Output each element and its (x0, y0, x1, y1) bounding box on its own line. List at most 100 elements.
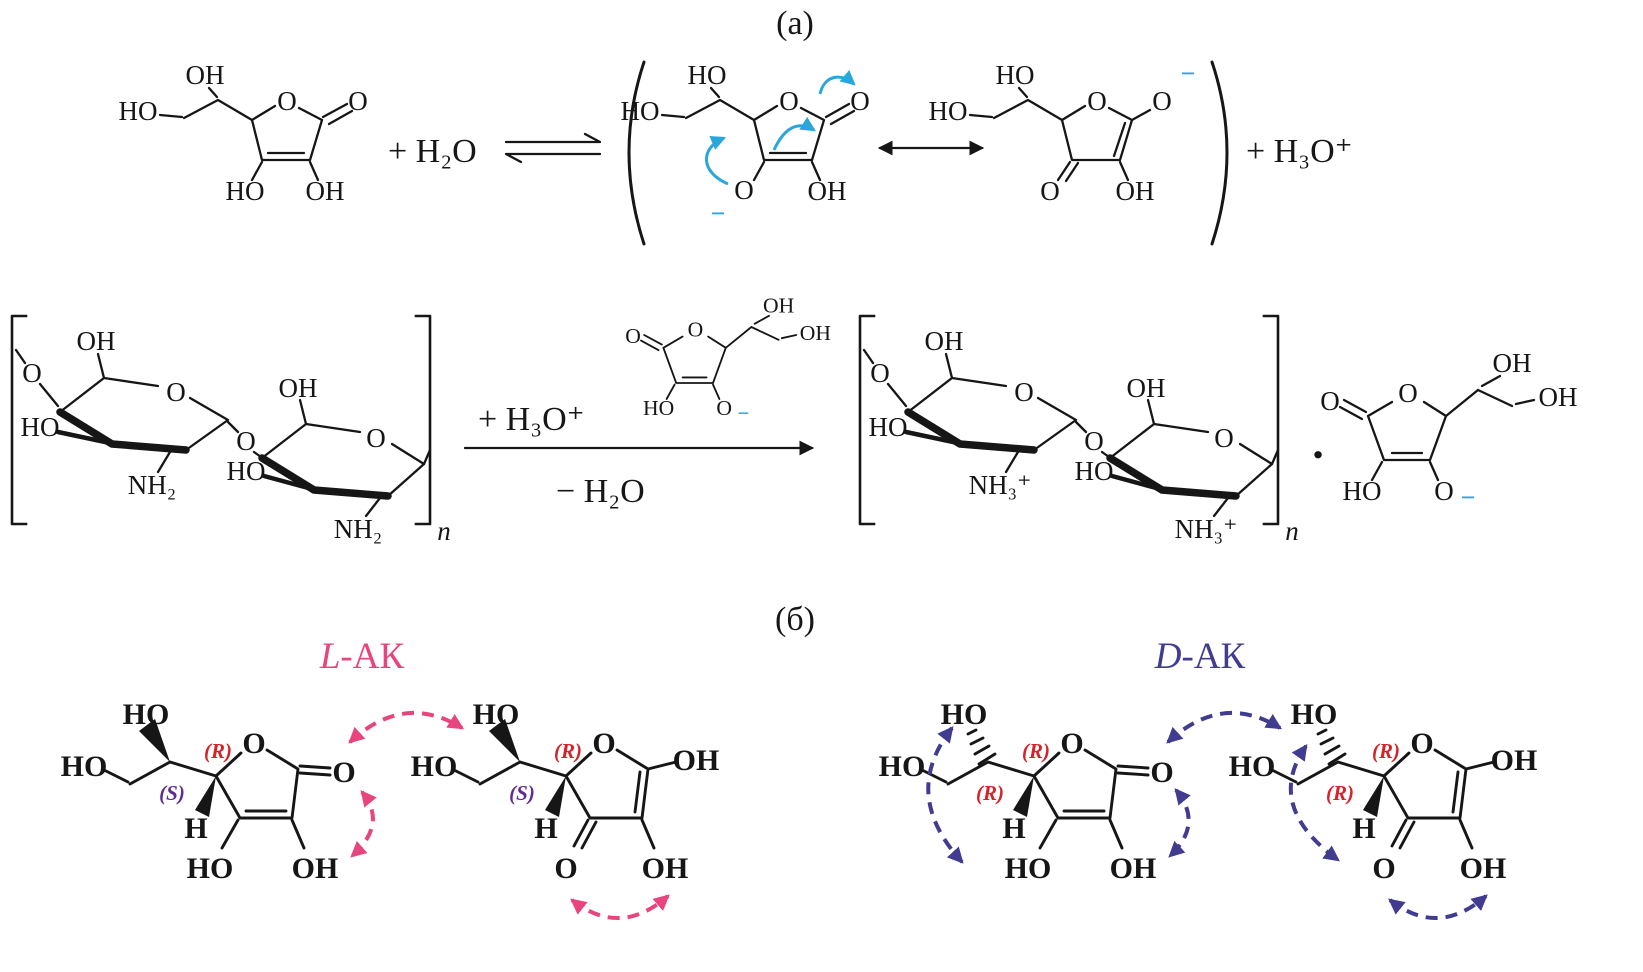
ascorbic-acid-structure: OH HO O O HO OH (119, 60, 368, 206)
atom-label-ho: HO (688, 60, 727, 90)
open-parenthesis (627, 60, 646, 246)
chitosan-ammonium-product (860, 316, 1299, 546)
ring-oxygen-label: O (779, 86, 799, 116)
close-parenthesis (1210, 60, 1229, 246)
atom-label-oh: OH (292, 852, 339, 885)
carbonyl-oxygen-label: O (348, 86, 368, 116)
carbonyl-oxygen-label: O (850, 86, 870, 116)
ring-oxygen-label: O (166, 377, 186, 407)
plus-hydronium-term: + H₃O⁺ (1246, 133, 1353, 170)
resonance-1-bonds (660, 86, 856, 182)
carbonyl-oxygen-label: O (1040, 176, 1060, 206)
stereo-h-label: H (534, 812, 557, 845)
atom-label-oh: OH (808, 176, 847, 206)
ammonium-label: NH₃⁺ (969, 470, 1032, 500)
stereo-r-label: (R) (1372, 739, 1400, 763)
ascorbate-above-arrow (624, 292, 832, 426)
alkoxide-oxygen-label: O (734, 175, 754, 205)
ascorbic-acid-bonds (158, 86, 354, 182)
atom-label-oh: OH (77, 326, 116, 356)
alkoxide-oxygen-label: O (1434, 476, 1454, 506)
atom-label-oh: OH (642, 852, 689, 885)
atom-label-ho: HO (411, 750, 458, 783)
atom-label-ho: HO (123, 698, 170, 731)
glycosidic-oxygen-label: O (236, 426, 256, 456)
ascorbic-tautomer2-core: HO HO O OH H O OH (411, 698, 720, 885)
plus-hydronium-above-arrow: + H₃O⁺ (478, 401, 585, 438)
atom-label-ho: HO (621, 96, 660, 126)
chitosan-bonds (14, 348, 432, 518)
chitosan-repeat-unit: O OH O HO O OH O HO n (10, 314, 451, 546)
tautomer2-bonds (452, 748, 678, 850)
plus-water-term: + H₂O (388, 133, 477, 170)
d-ak-structure-1 (877, 696, 1176, 887)
ascorbic-tautomer1-core: HO HO O O H HO OH (61, 698, 356, 885)
ring-oxygen-label: O (242, 727, 265, 760)
ak-suffix: -АК (340, 636, 404, 677)
atom-label-oh: OH (1116, 176, 1155, 206)
tautomer1-bonds (102, 748, 332, 850)
d-prefix: D (1154, 636, 1182, 677)
l-ak-title: L-АК (319, 636, 405, 677)
ak-suffix: -АК (1182, 636, 1246, 677)
stereo-h-label: H (184, 812, 207, 845)
ring-oxygen-label: O (277, 86, 297, 116)
open-bracket (10, 314, 28, 526)
l-ak-correlation-arrows (348, 710, 670, 921)
panel-a-label: (а) (776, 5, 814, 42)
stereo-wedge-oh (489, 719, 520, 762)
d-ak-structure-2 (1227, 696, 1539, 887)
carbonyl-oxygen-label: O (1320, 386, 1340, 416)
stereo-wedge-h (195, 776, 216, 817)
stereo-r-label: (R) (204, 739, 232, 763)
stereo-r-label: (R) (554, 739, 582, 763)
equilibrium-arrows (504, 132, 602, 164)
ring-oxygen-label: O (366, 423, 386, 453)
stereo-r-label: (R) (1326, 781, 1354, 805)
carbonyl-oxygen-label: O (332, 756, 355, 789)
ascorbate-resonance-1: HO HO O O O OH − (621, 60, 870, 228)
alkoxide-oxygen-label: O (1152, 86, 1172, 116)
resonance-2-bonds (968, 86, 1152, 183)
negative-charge: − (1181, 59, 1196, 88)
atom-label-ho: HO (21, 412, 60, 442)
atom-label-oh: OH (186, 60, 225, 90)
stereo-r-label: (R) (976, 781, 1004, 805)
chain-oxygen-label: O (22, 358, 42, 388)
d-ak-title: D-АК (1154, 636, 1246, 677)
negative-charge: − (1461, 483, 1476, 512)
panel-b-label: (б) (775, 601, 815, 638)
close-bracket (414, 314, 432, 526)
atom-label-oh: OH (1539, 382, 1578, 412)
atom-label-ho: HO (996, 60, 1035, 90)
ammonium-label: NH₃⁺ (1175, 514, 1238, 544)
stereo-r-label: (R) (1022, 739, 1050, 763)
atom-label-ho: HO (119, 96, 158, 126)
stereo-s-label: (S) (509, 781, 535, 805)
carbonyl-oxygen-label: O (554, 852, 577, 885)
l-prefix: L (319, 636, 341, 677)
ring-oxygen-label: O (592, 727, 615, 760)
ring-oxygen-label: O (1087, 86, 1107, 116)
polymer-index-n: n (437, 516, 451, 546)
stereo-hash-oh (966, 728, 997, 766)
atom-label-ho: HO (187, 852, 234, 885)
ring-oxygen-label: O (1398, 378, 1418, 408)
atom-label-oh: OH (279, 373, 318, 403)
atom-label-ho: HO (227, 456, 266, 486)
atom-label-ho: HO (473, 698, 520, 731)
stereo-hash-oh (1316, 728, 1347, 766)
atom-label-ho: HO (226, 176, 265, 206)
stereo-s-label: (S) (159, 781, 185, 805)
stereo-wedge-oh (139, 719, 170, 762)
atom-label-ho: HO (61, 750, 108, 783)
minus-water-below-arrow: − H₂O (556, 473, 645, 510)
stereo-wedge-h (545, 776, 566, 817)
atom-label-oh: OH (306, 176, 345, 206)
atom-label-oh: OH (673, 744, 720, 777)
ascorbate-resonance-2: HO HO O O − O OH (929, 59, 1196, 206)
atom-label-ho: HO (1343, 476, 1382, 506)
ascorbate-anion-structure: O O HO O − OH OH (1320, 348, 1577, 512)
